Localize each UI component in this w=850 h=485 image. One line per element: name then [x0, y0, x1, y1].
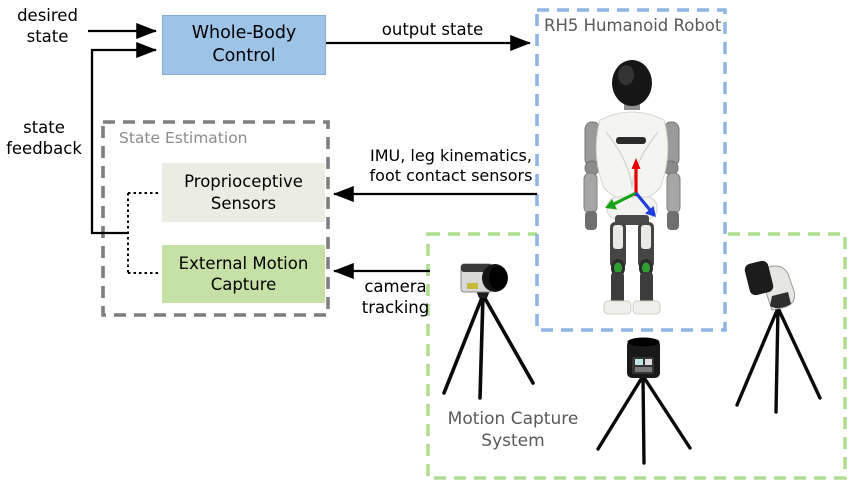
- robot-chest-slot: [616, 137, 646, 144]
- camera-tracking-label: camera tracking: [361, 277, 430, 318]
- signal-arrows: [88, 22, 537, 280]
- robot-left-arm: [583, 121, 601, 230]
- state-estimation-box: [101, 120, 330, 317]
- arrow-state-feedback: [90, 41, 157, 235]
- whole-body-control-block: Whole-Body Control: [162, 15, 326, 75]
- robot-head: [612, 60, 652, 106]
- imu-signals-label: IMU, leg kinematics, foot contact sensor…: [369, 146, 533, 186]
- mocap-camera-right: [735, 260, 822, 414]
- estimation-fusion-connector: [127, 192, 160, 274]
- external-motion-capture-block: External Motion Capture: [162, 245, 325, 303]
- proprioceptive-sensors-block: Proprioceptive Sensors: [162, 163, 325, 222]
- rh5-robot-illustration: [583, 60, 681, 315]
- robot-left-leg: [603, 222, 632, 315]
- robot-base-frame-axes: [605, 158, 656, 217]
- state-feedback-label: state feedback: [6, 118, 82, 159]
- state-estimation-box-title: State Estimation: [119, 129, 248, 147]
- desired-state-label: desired state: [17, 6, 78, 47]
- mocap-camera-left: [442, 263, 535, 400]
- rh5-robot-box-title: RH5 Humanoid Robot: [544, 16, 722, 35]
- robot-right-arm: [663, 121, 681, 230]
- robot-torso: [595, 111, 669, 203]
- motion-capture-system-title: Motion Capture System: [447, 409, 579, 451]
- output-state-label: output state: [381, 20, 484, 39]
- mocap-camera-center: [596, 337, 692, 465]
- robot-right-leg: [632, 222, 661, 315]
